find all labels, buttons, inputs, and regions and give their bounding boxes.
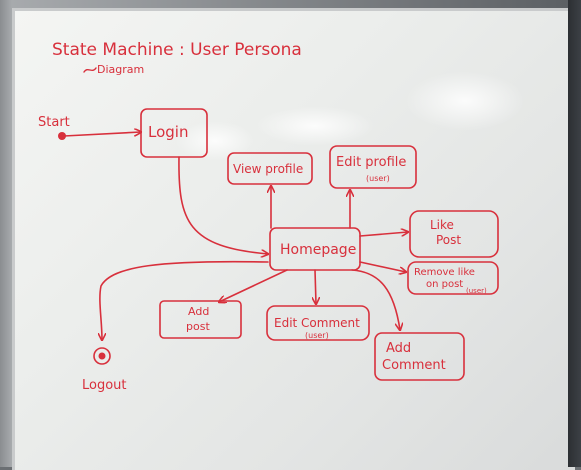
start-label: Start (38, 115, 70, 130)
light-glare (175, 121, 255, 161)
edit-profile-note: (user) (366, 174, 390, 183)
homepage-to-logout-arrow (100, 260, 269, 340)
homepage-to-add-comment-arrow (351, 269, 400, 330)
start-node-dot (58, 132, 66, 140)
add-post-label-line2: post (186, 320, 210, 333)
like-post-label-line2: Post (436, 233, 461, 247)
remove-like-note: (user) (466, 287, 487, 295)
remove-like-state-box (407, 261, 499, 295)
remove-like-label-line2: on post (426, 279, 463, 290)
edit-comment-label: Edit Comment (274, 316, 360, 330)
homepage-to-add-post-arrow (219, 269, 288, 302)
homepage-to-edit-comment-arrow (315, 269, 316, 304)
add-post-label-line1: Add (188, 305, 209, 318)
login-label: Login (148, 123, 188, 141)
add-comment-state-box (374, 332, 465, 381)
add-post-state-box (159, 300, 242, 339)
logout-final-node-ring (93, 347, 111, 365)
like-post-state-box (409, 210, 499, 258)
homepage-label: Homepage (280, 242, 356, 258)
homepage-to-remove-like-arrow (359, 261, 406, 272)
add-comment-label-line1: Add (386, 341, 411, 356)
edit-comment-state-box (266, 305, 370, 341)
light-glare (255, 106, 375, 146)
view-profile-state-box (227, 152, 313, 185)
add-comment-label-line2: Comment (382, 358, 446, 373)
view-profile-label: View profile (233, 162, 303, 176)
login-to-homepage-arrow (178, 156, 268, 254)
whiteboard (12, 8, 575, 470)
logout-final-node-dot (98, 352, 106, 360)
homepage-to-like-post-arrow (359, 232, 408, 237)
light-glare (405, 71, 525, 131)
like-post-label-line1: Like (430, 218, 454, 232)
logout-label: Logout (82, 378, 127, 393)
edit-comment-note: (user) (305, 331, 329, 340)
edit-profile-label: Edit profile (336, 155, 406, 170)
start-to-login-arrow (63, 132, 141, 137)
diagram-subtitle: Diagram (97, 63, 144, 76)
title-scribble (83, 67, 97, 73)
edit-profile-state-box (329, 145, 417, 189)
wall-edge (568, 0, 581, 467)
remove-like-label-line1: Remove like (414, 267, 475, 278)
diagram-title: State Machine : User Persona (52, 40, 302, 60)
